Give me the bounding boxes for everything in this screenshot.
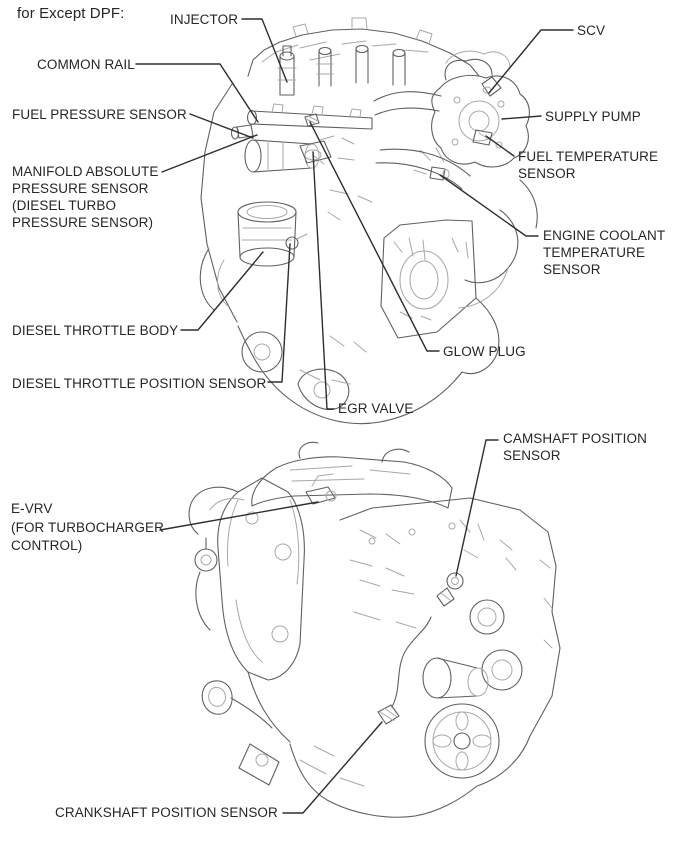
label-fuel-temperature-sensor: FUEL TEMPERATURE SENSOR (518, 149, 659, 181)
leader-lines (135, 18, 574, 814)
engine-illustration-bottom (188, 441, 561, 818)
label-common-rail: COMMON RAIL (37, 57, 135, 72)
label-camshaft-position-sensor: CAMSHAFT POSITION SENSOR (503, 431, 647, 463)
leader-injector (241, 18, 288, 83)
page-title: for Except DPF: (17, 5, 125, 22)
label-diesel-throttle-position-sensor: DIESEL THROTTLE POSITION SENSOR (12, 376, 267, 391)
label-egr-valve: EGR VALVE (338, 401, 414, 416)
leader-common-rail (135, 63, 259, 123)
label-fuel-pressure-sensor: FUEL PRESSURE SENSOR (12, 107, 187, 122)
leader-crankshaft-position-sensor (282, 721, 383, 814)
leader-manifold-absolute-pressure-sensor (161, 134, 258, 173)
leader-engine-coolant-temperature-sensor (439, 174, 539, 237)
leader-e-vrv (159, 501, 319, 531)
engine-illustration-top (199, 17, 538, 425)
leader-egr-valve (312, 151, 335, 410)
label-manifold-absolute-pressure-sensor: MANIFOLD ABSOLUTE PRESSURE SENSOR (DIESE… (12, 164, 159, 230)
leader-diesel-throttle-body (180, 251, 264, 331)
leader-scv (488, 29, 574, 94)
label-injector: INJECTOR (170, 12, 239, 27)
label-supply-pump: SUPPLY PUMP (545, 109, 641, 124)
label-engine-coolant-temperature-sensor: ENGINE COOLANT TEMPERATURE SENSOR (543, 228, 666, 277)
label-glow-plug: GLOW PLUG (443, 344, 526, 359)
leader-diesel-throttle-position-sensor (267, 243, 291, 383)
leader-fuel-temperature-sensor (485, 135, 515, 157)
label-crankshaft-position-sensor: CRANKSHAFT POSITION SENSOR (55, 805, 278, 820)
label-diesel-throttle-body: DIESEL THROTTLE BODY (12, 323, 179, 338)
leader-fuel-pressure-sensor (189, 113, 254, 139)
label-e-vrv: E-VRV (FOR TURBOCHARGER CONTROL) (11, 501, 164, 553)
label-scv: SCV (577, 23, 606, 38)
leader-camshaft-position-sensor (455, 439, 499, 577)
leader-supply-pump (501, 115, 542, 120)
leader-glow-plug (309, 121, 440, 352)
